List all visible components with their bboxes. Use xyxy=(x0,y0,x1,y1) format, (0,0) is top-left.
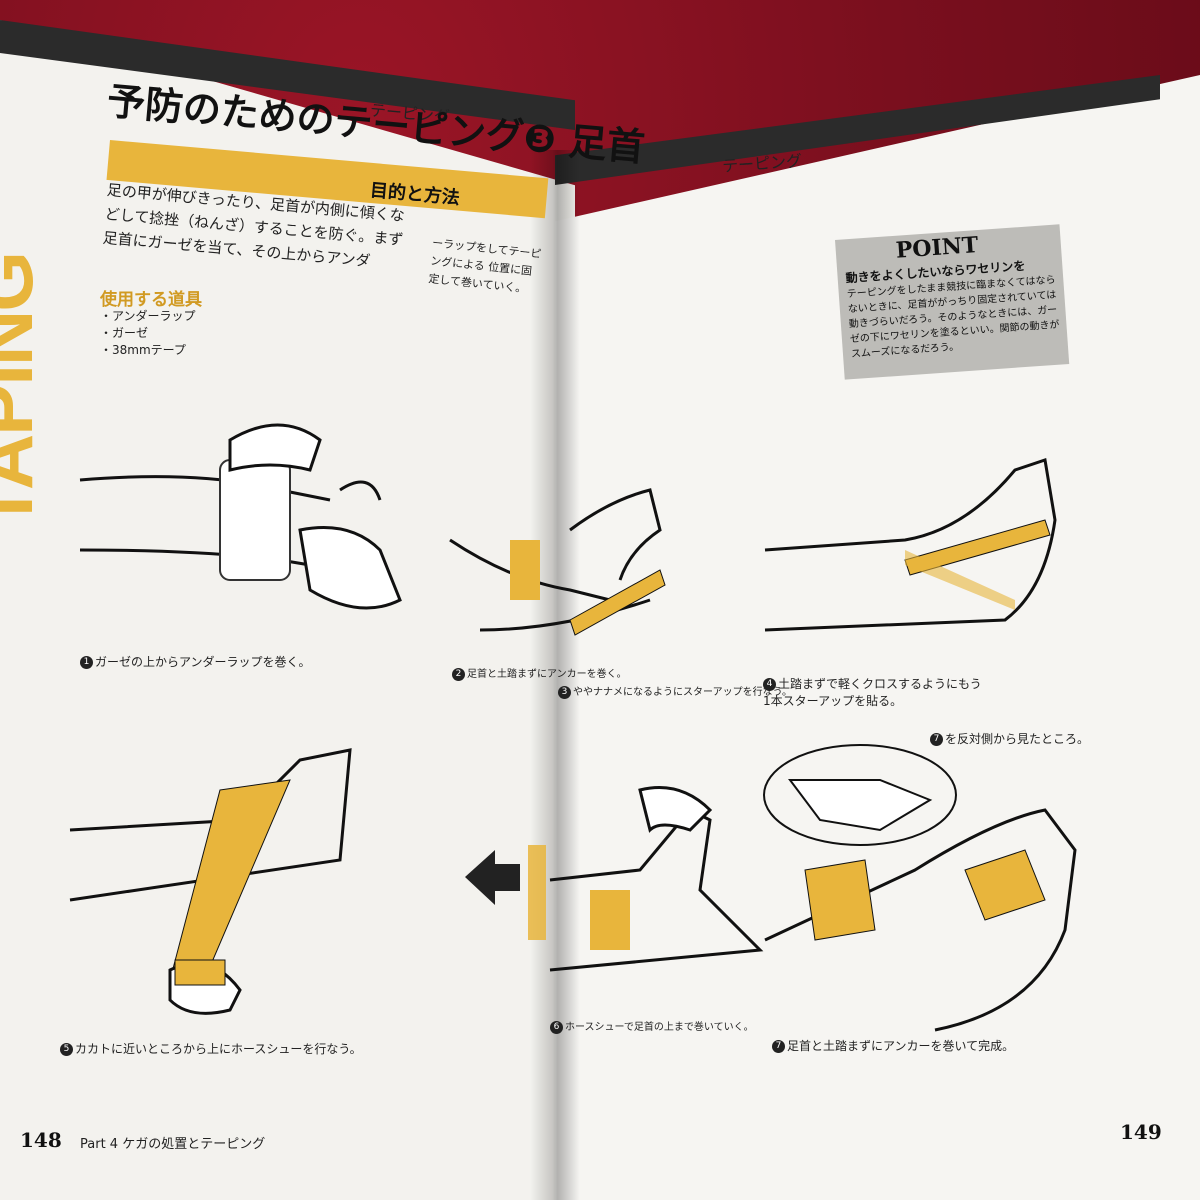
arrow-icon xyxy=(465,850,520,905)
step-number: 6 xyxy=(550,1020,563,1034)
side-label: TAPING xyxy=(0,253,49,530)
page-number-left: 148 xyxy=(20,1128,62,1152)
step-number: 2 xyxy=(452,667,465,681)
illustration-step4 xyxy=(764,458,1057,632)
tools-heading: 使用する道具 xyxy=(100,290,202,310)
point-title: POINT xyxy=(894,232,980,264)
caption-text: 土踏まずで軽くクロスするようにもう1本スターアップを貼る。 xyxy=(763,677,982,708)
caption-text: ガーゼの上からアンダーラップを巻く。 xyxy=(95,655,311,669)
point-box: POINT 動きをよくしたいならワセリンを テーピングをしたまま競技に臨まなくて… xyxy=(835,224,1070,380)
note-tab xyxy=(528,845,546,940)
step-number: 5 xyxy=(60,1043,73,1056)
caption-text: カカトに近いところから上にホースシューを行なう。 xyxy=(75,1042,362,1056)
step-number: 7 xyxy=(772,1040,785,1053)
illustration-step7-inset xyxy=(763,744,957,846)
illustration-step6 xyxy=(549,786,764,972)
illustration-step2-3 xyxy=(449,488,666,636)
step-number: 4 xyxy=(763,678,776,691)
caption-text: 足首と土踏まずにアンカーを巻いて完成。 xyxy=(787,1039,1015,1053)
tool-item: ・アンダーラップ xyxy=(100,309,196,323)
caption-text: 足首と土踏まずにアンカーを巻く。 xyxy=(467,669,627,680)
illustration-step7 xyxy=(764,808,1077,1032)
point-body: テーピングをしたまま競技に臨まなくてはならないときに、足首ががっちり固定されてい… xyxy=(846,274,1060,361)
step-number: 7 xyxy=(930,733,943,746)
tool-item: ・38mmテープ xyxy=(100,343,186,357)
illustration-step5 xyxy=(69,748,352,1015)
page-number-right: 149 xyxy=(1120,1120,1162,1144)
tools-list: ・アンダーラップ ・ガーゼ ・38mmテープ xyxy=(100,308,196,359)
tool-item: ・ガーゼ xyxy=(100,326,149,340)
caption-text: を反対側から見たところ。 xyxy=(945,732,1090,746)
step-number: 3 xyxy=(558,685,571,699)
caption-text: ホースシューで足首の上まで巻いていく。 xyxy=(565,1022,754,1033)
step-number: 1 xyxy=(80,656,93,669)
intro-continued: ーラップをしてテーピングによる 位置に固定して巻いていく。 xyxy=(427,236,542,296)
left-page xyxy=(0,20,575,1200)
illustration-step1 xyxy=(79,423,402,610)
running-head: Part 4 ケガの処置とテーピング xyxy=(80,1137,266,1152)
caption-text: ややナナメになるようにスターアップを行なう。 xyxy=(573,687,792,698)
